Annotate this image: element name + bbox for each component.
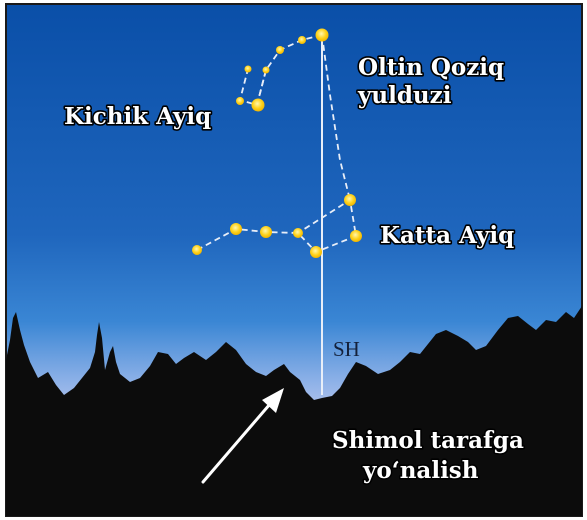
direction-label-line2: yo‘nalish xyxy=(362,457,479,484)
little-dipper-stars xyxy=(236,28,329,112)
star xyxy=(298,36,306,44)
polaris-label-line1: Oltin Qoziq xyxy=(358,54,504,81)
star xyxy=(310,246,322,258)
north-marker-label: SH xyxy=(333,337,360,361)
polaris-star xyxy=(315,28,329,42)
forest-silhouette xyxy=(6,306,582,516)
star xyxy=(276,46,284,54)
direction-label-line1: Shimol tarafga xyxy=(332,427,524,454)
star xyxy=(236,97,244,105)
star xyxy=(260,226,272,238)
star xyxy=(251,98,265,112)
star xyxy=(350,230,362,242)
big-dipper-lines xyxy=(196,34,358,254)
star xyxy=(244,65,252,73)
big-dipper-stars xyxy=(192,194,362,258)
star xyxy=(262,66,270,74)
star xyxy=(230,223,242,235)
big-dipper-label: Katta Ayiq xyxy=(380,222,514,249)
little-dipper-label: Kichik Ayiq xyxy=(64,103,211,130)
star xyxy=(192,245,202,255)
star xyxy=(344,194,356,206)
polaris-label-line2: yulduzi xyxy=(357,82,452,109)
north-direction-arrow xyxy=(201,388,284,484)
star xyxy=(293,228,303,238)
